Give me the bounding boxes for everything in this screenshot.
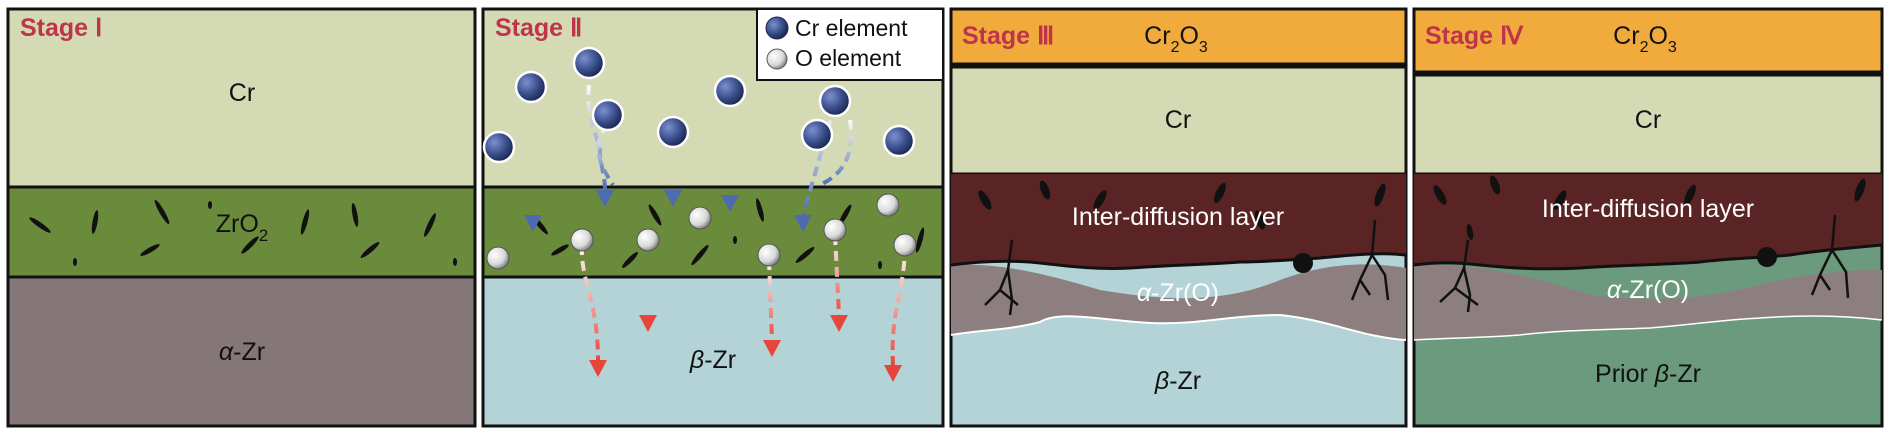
alpha-zro-layer xyxy=(1414,264,1882,340)
prior-beta-boundary xyxy=(1413,315,1883,341)
interdiffusion-layer xyxy=(1414,174,1882,269)
alpha-zro-layer xyxy=(951,264,1406,340)
interdiffusion-label: Inter-diffusion layer xyxy=(1072,203,1284,231)
cracks xyxy=(1439,214,1850,313)
o-element-swatch xyxy=(766,48,788,70)
panel-stage-2: Cr element O element Stage Ⅱ β-Zr xyxy=(481,7,945,428)
cr-element-swatch xyxy=(765,16,789,40)
interdiffusion-boundary xyxy=(950,252,1407,270)
cr2o3-layer xyxy=(949,7,1408,66)
beta-zr-label: β-Zr xyxy=(1154,367,1201,395)
beta-zr-layer xyxy=(481,275,945,428)
cr-label: Cr xyxy=(1165,106,1191,134)
beta-zr-label: β-Zr xyxy=(689,346,736,374)
cr2o3-label: Cr2O3 xyxy=(1144,22,1208,56)
panel-stage-1: Stage Ⅰ Cr ZrO2 α-Zr xyxy=(6,7,477,428)
panel-stage-4: Stage Ⅳ Cr2O3 Cr Inter-diffusion layer α… xyxy=(1412,7,1884,428)
inter-diffusion-particles xyxy=(1433,175,1866,267)
o-element-legend: O element xyxy=(795,45,902,71)
alpha-zr-label: α-Zr xyxy=(219,338,265,366)
zro2-grains xyxy=(29,199,457,266)
interdiffusion-layer xyxy=(951,174,1406,269)
beta-zr-boundary xyxy=(950,313,1407,341)
cr-arrowheads xyxy=(524,190,812,232)
stage-label: Stage Ⅱ xyxy=(495,14,582,42)
cracks xyxy=(984,219,1390,316)
stage-label: Stage Ⅳ xyxy=(1425,22,1524,50)
cr-element-legend: Cr element xyxy=(795,15,908,41)
alpha-zr-layer xyxy=(6,275,477,428)
alpha-zro-label: α-Zr(O) xyxy=(1137,279,1219,307)
zro2-layer xyxy=(481,185,945,279)
stage-label: Stage Ⅰ xyxy=(20,14,102,42)
cr-layer xyxy=(1412,73,1884,176)
zro2-layer xyxy=(6,185,477,279)
alpha-zro-label: α-Zr(O) xyxy=(1607,276,1689,304)
cr-layer xyxy=(949,65,1408,176)
cr2o3-label: Cr2O3 xyxy=(1613,22,1677,56)
interdiffusion-label: Inter-diffusion layer xyxy=(1542,195,1754,223)
zro2-label: ZrO2 xyxy=(216,210,269,245)
cr2o3-layer xyxy=(1412,7,1884,74)
zro2-grains xyxy=(532,198,925,269)
o-diffusion-trails xyxy=(579,234,907,366)
inter-diffusion-particles xyxy=(978,180,1386,273)
o-arrowheads xyxy=(589,315,902,382)
prior-beta-zr-label: Prior β-Zr xyxy=(1595,360,1701,388)
cr-atoms xyxy=(482,46,916,164)
legend-box xyxy=(756,8,944,81)
cr-label: Cr xyxy=(229,79,255,107)
stage-label: Stage Ⅲ xyxy=(962,22,1054,50)
o-atoms xyxy=(486,193,917,270)
legend: Cr element O element xyxy=(756,8,944,81)
cr-label: Cr xyxy=(1635,106,1661,134)
panel-stage-3: Stage Ⅲ Cr2O3 Cr Inter-diffusion layer α… xyxy=(949,7,1408,428)
cr-layer xyxy=(6,7,477,189)
interdiffusion-boundary xyxy=(1413,243,1883,271)
